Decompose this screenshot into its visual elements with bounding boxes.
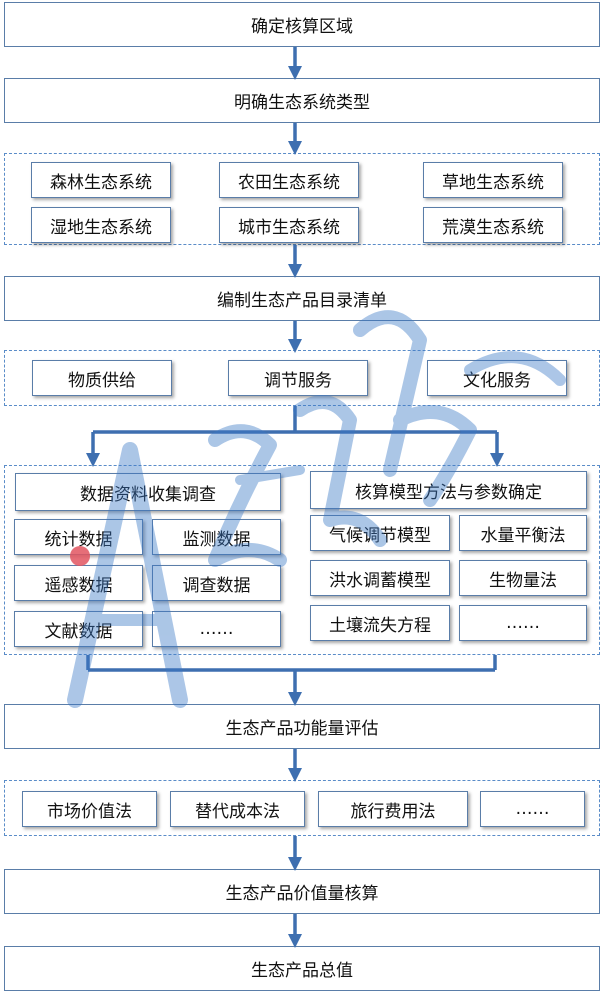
category-material-supply-label: 物质供给: [68, 370, 136, 391]
accounting-models-title: 核算模型方法与参数确定: [310, 471, 587, 509]
data-item-monitoring: 监测数据: [152, 519, 281, 555]
ecosystem-desert-label: 荒漠生态系统: [442, 217, 544, 238]
model-flood-storage: 洪水调蓄模型: [310, 560, 450, 596]
data-item-remote-sensing: 遥感数据: [14, 565, 143, 601]
step-compile-list-label: 编制生态产品目录清单: [217, 291, 387, 311]
method-replacement-cost-label: 替代成本法: [195, 801, 280, 822]
category-cultural-service-label: 文化服务: [463, 370, 531, 391]
data-item-literature: 文献数据: [14, 611, 143, 647]
category-material-supply: 物质供给: [32, 360, 172, 396]
step-assess-quantity-label: 生态产品功能量评估: [225, 719, 379, 739]
step-define-types-label: 明确生态系统类型: [234, 93, 370, 113]
data-item-more: ……: [152, 611, 281, 647]
model-soil-loss-label: 土壤流失方程: [329, 615, 431, 636]
step-total-value: 生态产品总值: [4, 946, 600, 991]
model-water-balance-label: 水量平衡法: [480, 525, 566, 546]
method-market-value-label: 市场价值法: [47, 801, 132, 822]
method-travel-cost: 旅行费用法: [318, 791, 468, 827]
ecosystem-urban-label: 城市生态系统: [238, 217, 340, 238]
data-and-models-group: [4, 465, 600, 655]
step-define-area-label: 确定核算区域: [251, 17, 353, 37]
method-travel-cost-label: 旅行费用法: [350, 801, 436, 822]
ecosystem-farmland: 农田生态系统: [219, 162, 359, 198]
ecosystem-urban: 城市生态系统: [219, 207, 359, 243]
step-define-types: 明确生态系统类型: [4, 78, 600, 123]
category-cultural-service: 文化服务: [427, 360, 567, 396]
valuation-methods-group: [4, 780, 600, 836]
data-collection-title: 数据资料收集调查: [15, 473, 281, 511]
data-item-survey-label: 调查数据: [182, 575, 251, 596]
method-more: ……: [480, 791, 585, 827]
data-item-survey: 调查数据: [152, 565, 281, 601]
step-value-accounting: 生态产品价值量核算: [4, 869, 600, 914]
step-compile-list: 编制生态产品目录清单: [4, 276, 600, 321]
model-climate-regulation-label: 气候调节模型: [329, 525, 431, 546]
model-biomass: 生物量法: [459, 560, 587, 596]
ecosystem-forest: 森林生态系统: [31, 162, 171, 198]
data-item-literature-label: 文献数据: [44, 621, 113, 642]
ecosystem-desert: 荒漠生态系统: [423, 207, 563, 243]
ecosystem-wetland-label: 湿地生态系统: [50, 217, 152, 238]
ecosystem-types-group: [4, 153, 600, 245]
model-more: ……: [459, 605, 587, 641]
step-value-accounting-label: 生态产品价值量核算: [225, 884, 379, 904]
ecosystem-grassland-label: 草地生态系统: [442, 172, 544, 193]
step-define-area: 确定核算区域: [4, 2, 600, 47]
model-soil-loss: 土壤流失方程: [310, 605, 450, 641]
data-item-remote-sensing-label: 遥感数据: [44, 575, 113, 596]
data-collection-title-label: 数据资料收集调查: [80, 484, 216, 505]
product-categories-group: [4, 350, 600, 406]
accounting-models-title-label: 核算模型方法与参数确定: [355, 482, 542, 503]
ecosystem-wetland: 湿地生态系统: [31, 207, 171, 243]
data-item-more-label: ……: [199, 619, 234, 639]
step-assess-quantity: 生态产品功能量评估: [4, 704, 600, 749]
method-more-label: ……: [515, 799, 550, 819]
method-market-value: 市场价值法: [22, 791, 157, 827]
model-more-label: ……: [506, 613, 540, 633]
category-regulating-service: 调节服务: [228, 360, 368, 396]
category-regulating-service-label: 调节服务: [264, 370, 332, 391]
model-water-balance: 水量平衡法: [459, 515, 587, 551]
ecosystem-farmland-label: 农田生态系统: [238, 172, 340, 193]
model-flood-storage-label: 洪水调蓄模型: [329, 570, 431, 591]
method-replacement-cost: 替代成本法: [170, 791, 305, 827]
model-biomass-label: 生物量法: [489, 570, 557, 591]
ecosystem-forest-label: 森林生态系统: [50, 172, 152, 193]
ecosystem-grassland: 草地生态系统: [423, 162, 563, 198]
data-item-statistics-label: 统计数据: [44, 529, 113, 550]
model-climate-regulation: 气候调节模型: [310, 515, 450, 551]
step-total-value-label: 生态产品总值: [251, 961, 353, 981]
data-item-monitoring-label: 监测数据: [182, 529, 251, 550]
